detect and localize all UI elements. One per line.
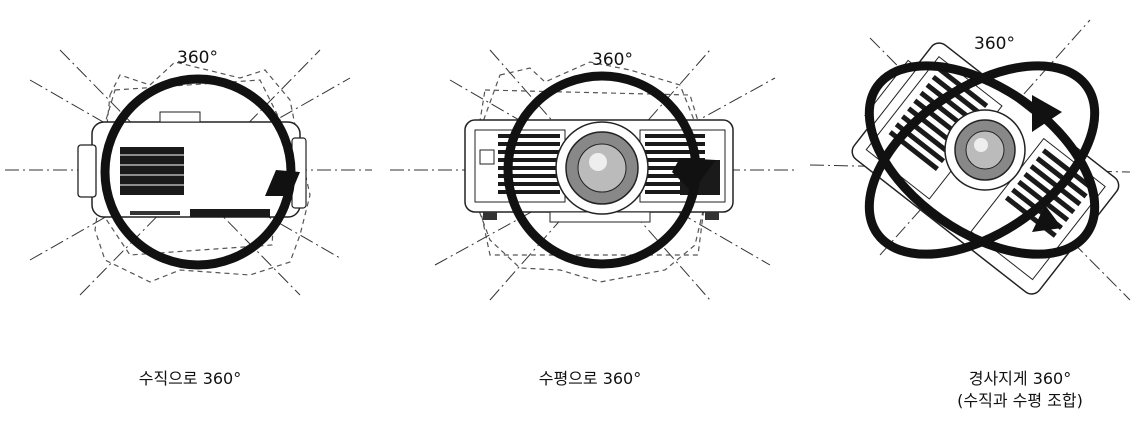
figure-vertical: 360° 수직으로 360° <box>0 0 380 421</box>
caption-text: 경사지게 360° <box>968 369 1072 388</box>
figure-caption: 수직으로 360° <box>90 368 290 390</box>
projector-front-body <box>464 119 734 223</box>
angle-label: 360° <box>592 50 633 70</box>
angle-label: 360° <box>974 34 1015 54</box>
figure-horizontal: 360° 수평으로 360° <box>380 0 800 421</box>
angle-label: 360° <box>177 48 218 68</box>
caption-subtext: (수직과 수평 조합) <box>957 391 1083 410</box>
figure-caption: 수평으로 360° <box>490 368 690 390</box>
projector-side-view <box>5 49 372 296</box>
figure-caption: 경사지게 360° (수직과 수평 조합) <box>900 368 1140 412</box>
caption-text: 수평으로 360° <box>538 369 642 388</box>
projector-tilted-view <box>809 19 1131 301</box>
projector-front-view <box>390 49 795 301</box>
figure-tilted: 360° 경사지게 360° (수직과 수평 조합) <box>800 0 1141 421</box>
caption-text: 수직으로 360° <box>138 369 242 388</box>
